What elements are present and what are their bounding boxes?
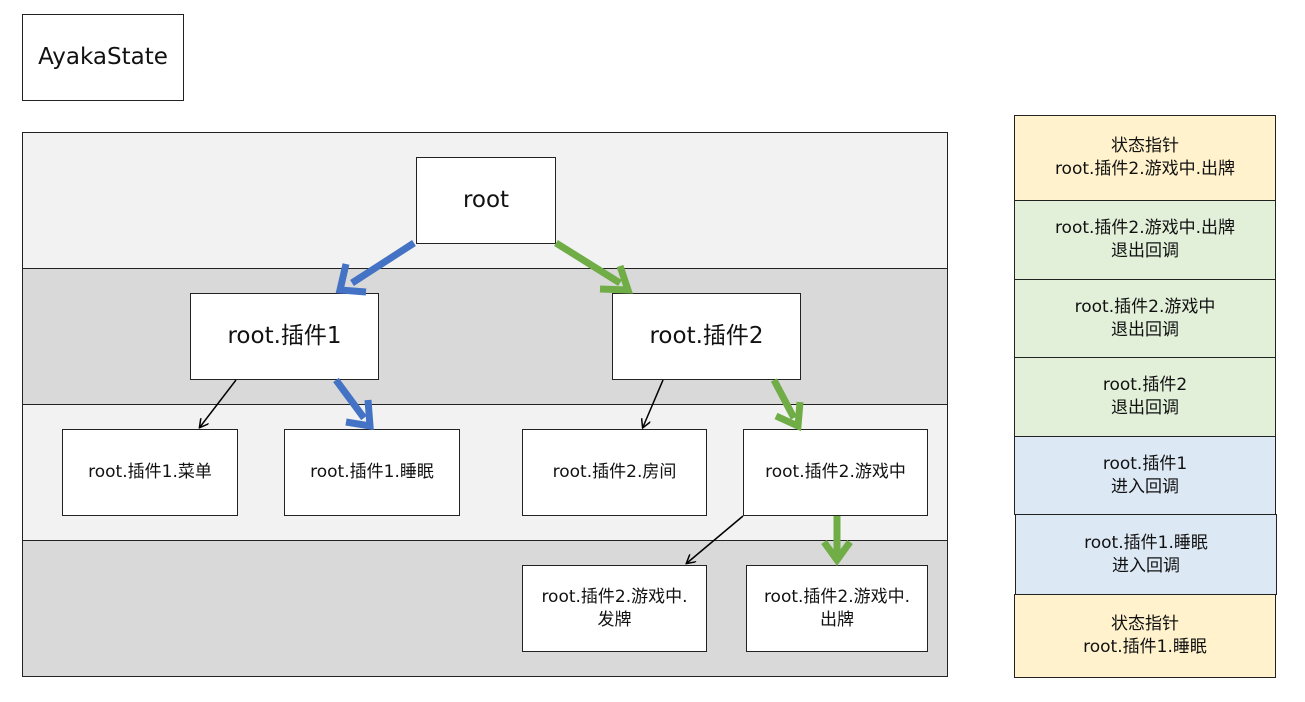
node-ingame-deal: root.插件2.游戏中. 发牌 [522,565,707,652]
node-plugin2-room: root.插件2.房间 [522,429,707,516]
node-label: root.插件1 [227,322,342,349]
node-plugin2-ingame: root.插件2.游戏中 [743,429,928,516]
arrow-ingame-to-deal [687,515,744,563]
band-divider [22,540,948,541]
node-label: root.插件1.睡眠 [310,462,434,483]
band-divider [22,404,948,405]
arrow-plugin1-to-sleep [333,377,374,431]
node-plugin2: root.插件2 [612,293,801,380]
node-ingame-play: root.插件2.游戏中. 出牌 [746,565,928,652]
node-plugin1-menu: root.插件1.菜单 [62,429,238,516]
node-label: root.插件1.菜单 [88,462,212,483]
node-label: root.插件2 [649,322,764,349]
stack-cell-label: root.插件2.游戏中 退出回调 [1074,296,1216,340]
stack-cell-state-pointer-top: 状态指针 root.插件2.游戏中.出牌 [1014,115,1276,201]
node-root: root [416,157,556,244]
stack-cell-enter-sleep: root.插件1.睡眠 进入回调 [1015,514,1277,595]
stack-cell-label: 状态指针 root.插件2.游戏中.出牌 [1054,136,1236,179]
arrow-plugin2-to-ingame [770,378,804,432]
title-box: AyakaState [22,14,184,101]
node-plugin1: root.插件1 [190,293,379,380]
stack-cell-label: root.插件1.睡眠 进入回调 [1084,532,1208,576]
arrow-root-to-plugin2 [554,240,633,294]
node-label: root [462,186,510,213]
stack-cell-label: root.插件2.游戏中.出牌 退出回调 [1054,218,1236,261]
node-label: root.插件2.游戏中 [765,462,906,483]
arrow-root-to-plugin1 [335,240,416,296]
stack-cell-label: root.插件2 退出回调 [1102,375,1188,418]
arrow-ingame-to-play [821,516,853,566]
stack-cell-exit-ingame: root.插件2.游戏中 退出回调 [1014,279,1276,358]
node-plugin1-sleep: root.插件1.睡眠 [284,429,460,516]
title-text: AyakaState [38,43,168,70]
stack-cell-label: root.插件1 进入回调 [1102,453,1188,497]
stack-cell-exit-play: root.插件2.游戏中.出牌 退出回调 [1014,200,1276,280]
band-divider [22,268,948,269]
node-label: root.插件2.游戏中. 发牌 [541,586,688,630]
node-label: root.插件2.游戏中. 出牌 [763,586,911,630]
arrow-plugin1-to-menu [200,379,237,427]
node-label: root.插件2.房间 [552,462,677,483]
stack-cell-state-pointer-bottom: 状态指针 root.插件1.睡眠 [1014,594,1276,678]
stack-cell-enter-plugin1: root.插件1 进入回调 [1014,436,1276,515]
arrow-plugin2-to-room [643,379,664,427]
stack-cell-label: 状态指针 root.插件1.睡眠 [1083,614,1207,657]
stack-cell-exit-plugin2: root.插件2 退出回调 [1014,357,1276,437]
